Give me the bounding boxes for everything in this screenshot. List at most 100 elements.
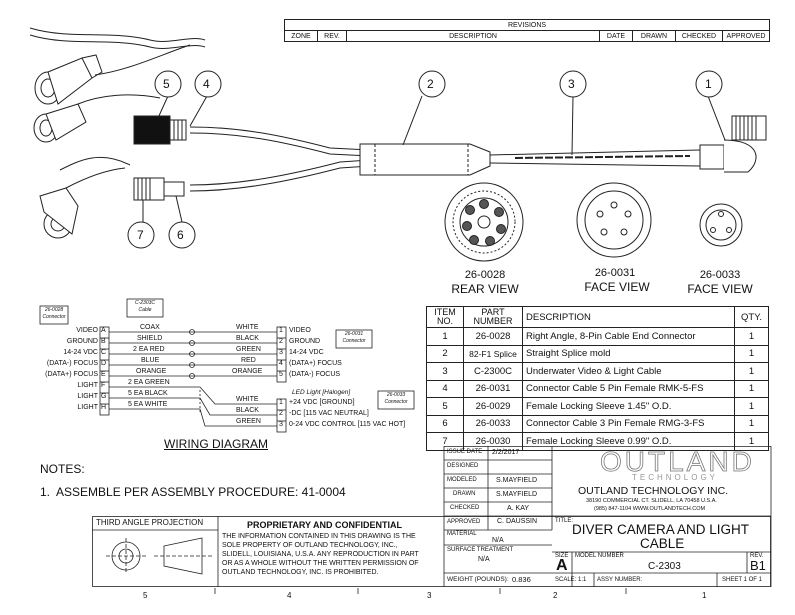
proprietary-line: THE INFORMATION CONTAINED IN THIS DRAWIN… (222, 533, 416, 540)
right-wire-color: RED (241, 357, 256, 364)
assy-number-label: ASSY NUMBER: (597, 577, 643, 583)
right-wire-color: GREEN (236, 346, 261, 353)
balloon-4: 4 (203, 77, 210, 91)
right-wire-color: BLACK (236, 407, 259, 414)
rev-value: B1 (750, 558, 766, 573)
bom-desc: Straight Splice mold (522, 344, 735, 363)
wire-label: 5 EA BLACK (128, 390, 168, 397)
material-value: N/A (492, 537, 504, 544)
right-wire-color: GREEN (236, 418, 261, 425)
bom-item: 4 (426, 379, 464, 398)
designed-label: DESIGNED (447, 463, 479, 469)
model-number-label: MODEL NUMBER (575, 553, 624, 559)
bom-item: 1 (426, 327, 464, 346)
wiring-diagram-title: WIRING DIAGRAM (164, 437, 268, 451)
weight-label: WEIGHT (POUNDS): (447, 576, 509, 583)
rev-col-approved: APPROVED (722, 30, 770, 42)
conn-0033-label: 26-0033 Connector (384, 392, 408, 405)
bom-part: 26-0030 (463, 432, 523, 451)
right-signal: 14-24 VDC (289, 349, 324, 356)
wire-label: 2 EA RED (133, 346, 165, 353)
bom-part: 26-0028 (463, 327, 523, 346)
left-pin: E (101, 371, 106, 378)
issue-date-value: 2/2/2017 (492, 449, 520, 456)
left-pin: D (101, 360, 107, 367)
bom-qty: 1 (734, 362, 769, 381)
left-signal: (DATA-) FOCUS (46, 360, 98, 367)
right-wire-color: ORANGE (232, 368, 263, 375)
issue-date-label: ISSUE DATE (447, 449, 483, 455)
approved-label: APPROVED (447, 519, 481, 525)
view-label-rear: REAR VIEW (451, 282, 519, 296)
right-wire-color: BLACK (236, 335, 259, 342)
zone-label: 3 (427, 591, 432, 600)
revisions-table: REVISIONS ZONE REV. DESCRIPTION DATE DRA… (284, 19, 770, 42)
view-label-face-1: FACE VIEW (584, 280, 650, 294)
proprietary-line: OUTLAND TECHNOLOGY, INC. IS PROHIBITED. (222, 569, 379, 576)
bom-part: C-2300C (463, 362, 523, 381)
bom-item: 6 (426, 414, 464, 433)
bom-part: 26-0033 (463, 414, 523, 433)
surface-value: N/A (478, 556, 490, 563)
company-address: 38190 COMMERCIAL CT. SLIDELL, LA 70458 U… (586, 498, 717, 504)
left-signal: LIGHT (77, 393, 98, 400)
left-signal: VIDEO (76, 327, 98, 334)
bom-desc: Connector Cable 3 Pin Female RMG-3-FS (522, 414, 735, 433)
bom-head-part: PART NUMBER (463, 306, 523, 328)
led-label: LED Light [Halogen] (292, 389, 351, 396)
company-logo-text: OUTLAND (600, 446, 755, 478)
company-contact: (985) 847-1104 WWW.OUTLANDTECH.COM (594, 506, 706, 512)
wire-label: COAX (140, 324, 160, 331)
zone-ticks (214, 588, 627, 594)
wiring-diagram: 26-0028 Connector C-2303C Cable 26-0031 … (0, 296, 425, 456)
right-signal: GROUND (289, 338, 321, 345)
balloon-2: 2 (427, 77, 434, 91)
bom-item: 2 (426, 344, 464, 363)
wire-label: BLUE (141, 357, 160, 364)
proprietary-title: PROPRIETARY AND CONFIDENTIAL (247, 520, 403, 530)
right-signal: (DATA+) FOCUS (289, 360, 342, 367)
bom-desc: Female Locking Sleeve 1.45" O.D. (522, 397, 735, 416)
bom-head-desc: DESCRIPTION (522, 306, 735, 328)
right-wire-color: WHITE (236, 324, 259, 331)
right-signal: VIDEO (289, 327, 311, 334)
left-pin: C (101, 349, 107, 356)
balloon-3: 3 (568, 77, 575, 91)
material-label: MATERIAL (447, 531, 477, 537)
wire-label: SHIELD (137, 335, 163, 342)
cable-label: C-2303C Cable (134, 300, 155, 313)
drawn-label: DRAWN (453, 491, 476, 497)
bom-qty: 1 (734, 397, 769, 416)
right-pin: 1 (279, 399, 283, 406)
rev-col-rev: REV. (317, 30, 347, 42)
zone-label: 4 (287, 591, 292, 600)
wire-label: ORANGE (136, 368, 167, 375)
drawing-title-line1: DIVER CAMERA AND LIGHT (572, 522, 750, 537)
wire-label: 2 EA GREEN (128, 379, 170, 386)
balloon-6: 6 (177, 228, 184, 242)
title-block-lines (92, 446, 772, 587)
proprietary-line: SOLE PROPERTY OF OUTLAND TECHNOLOGY, INC… (222, 542, 398, 549)
view-part-26-0033: 26-0033 (699, 269, 741, 281)
bom-head-qty: QTY. (734, 306, 769, 328)
rev-col-zone: ZONE (284, 30, 318, 42)
rev-col-description: DESCRIPTION (346, 30, 600, 42)
view-part-26-0031: 26-0031 (594, 267, 636, 279)
wire-label: 5 EA WHITE (128, 401, 168, 408)
modeled-label: MODELED (447, 477, 477, 483)
left-signal: LIGHT (77, 382, 98, 389)
checked-label: CHECKED (450, 505, 480, 511)
connector-item4-5-sketch (133, 115, 187, 145)
view-label-face-2: FACE VIEW (687, 282, 753, 296)
bom-qty: 1 (734, 344, 769, 363)
bom-item: 3 (426, 362, 464, 381)
right-pin: 3 (279, 421, 283, 428)
right-pin: 2 (279, 410, 283, 417)
surface-label: SURFACE TREATMENT (447, 547, 514, 553)
bom-desc: Underwater Video & Light Cable (522, 362, 735, 381)
size-label: SIZE (555, 553, 569, 559)
left-connector-sketch-b (33, 94, 161, 143)
company-logo-sub: TECHNOLOGY (632, 473, 719, 482)
